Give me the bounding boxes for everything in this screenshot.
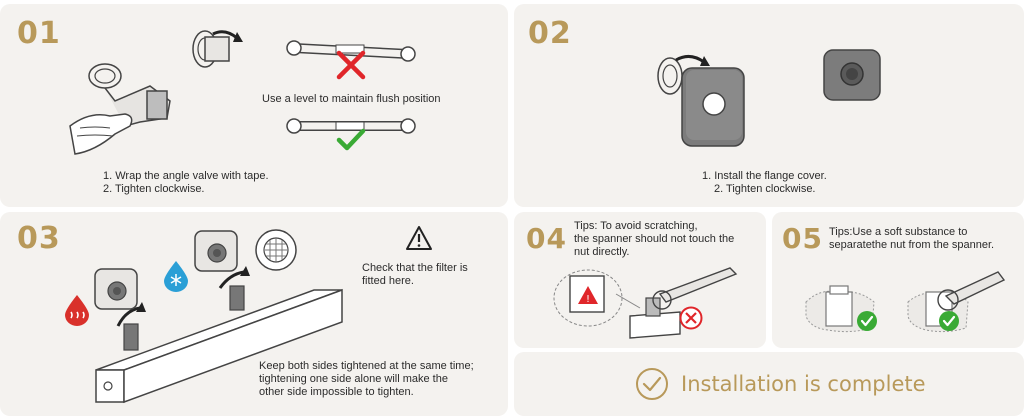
cold-water-icon — [164, 261, 188, 292]
shower-valve-body-illustration — [95, 266, 343, 404]
level-rail-correct-illustration — [286, 118, 416, 134]
step-05-tip-line-1: Tips:Use a soft substance to — [829, 226, 968, 238]
ok-check-circle-icon — [939, 311, 959, 331]
soft-material-nut-illustration-1 — [805, 285, 875, 333]
filter-check-line-1: Check that the filter is — [362, 262, 468, 274]
step-05-tip-line-2: separatethe nut from the spanner. — [829, 239, 995, 251]
level-instruction: Use a level to maintain flush position — [262, 93, 441, 105]
check-mark-icon — [336, 128, 366, 151]
step-01-line-1: 1. Wrap the angle valve with tape. — [103, 170, 269, 182]
cross-mark-icon — [336, 50, 366, 80]
flange-cover-install-illustration — [657, 55, 745, 147]
completion-panel: Installation is complete — [514, 352, 1024, 416]
svg-text:!: ! — [586, 294, 590, 305]
step-02-line-1: 1. Install the flange cover. — [702, 170, 827, 182]
step-number: 01 — [17, 16, 61, 51]
completion-banner: Installation is complete — [635, 367, 926, 401]
step-number: 03 — [17, 221, 61, 256]
step-number: 02 — [528, 16, 572, 51]
level-rail-wrong-illustration — [286, 40, 416, 62]
step-03-panel: 03 — [0, 212, 508, 416]
hot-water-icon — [65, 295, 89, 326]
step-number: 04 — [526, 222, 567, 255]
error-cross-circle-icon — [679, 306, 703, 330]
warning-triangle-icon — [406, 226, 432, 250]
filter-check-line-2: fitted here. — [362, 275, 414, 287]
step-04-tip-line-1: Tips: To avoid scratching, — [574, 220, 698, 232]
step-01-panel: 01 Use a level to maintain flush positio… — [0, 4, 508, 207]
filter-magnifier-illustration — [255, 229, 297, 271]
spanner-on-nut-wrong-illustration: ! — [553, 267, 738, 339]
cold-side-flange-cover-illustration — [194, 230, 238, 272]
tighten-clockwise-illustration — [192, 30, 243, 68]
step-02-line-2: 2. Tighten clockwise. — [714, 183, 816, 195]
check-circle-icon — [636, 368, 668, 400]
tighten-note-line-3: other side impossible to tighten. — [259, 386, 414, 398]
completion-label: Installation is complete — [681, 372, 926, 396]
step-02-panel: 02 1. Install the flange cover. 2. Tight… — [514, 4, 1024, 207]
tighten-note-line-2: tightening one side alone will make the — [259, 373, 448, 385]
soft-material-spanner-illustration-2 — [907, 271, 1006, 333]
ok-check-circle-icon — [857, 311, 877, 331]
step-04-tip-line-3: nut directly. — [574, 246, 630, 258]
hot-side-flange-cover-illustration — [94, 268, 138, 310]
step-04-tip-line-2: the spanner should not touch the — [574, 233, 735, 245]
step-04-panel: 04 Tips: To avoid scratching, the spanne… — [514, 212, 766, 348]
hand-wrapping-valve-illustration — [69, 63, 171, 155]
flange-cover-installed-illustration — [823, 49, 881, 101]
tighten-note-line-1: Keep both sides tightened at the same ti… — [259, 360, 474, 372]
step-number: 05 — [782, 222, 823, 255]
step-01-line-2: 2. Tighten clockwise. — [103, 183, 205, 195]
step-05-panel: 05 Tips:Use a soft substance to separate… — [772, 212, 1024, 348]
